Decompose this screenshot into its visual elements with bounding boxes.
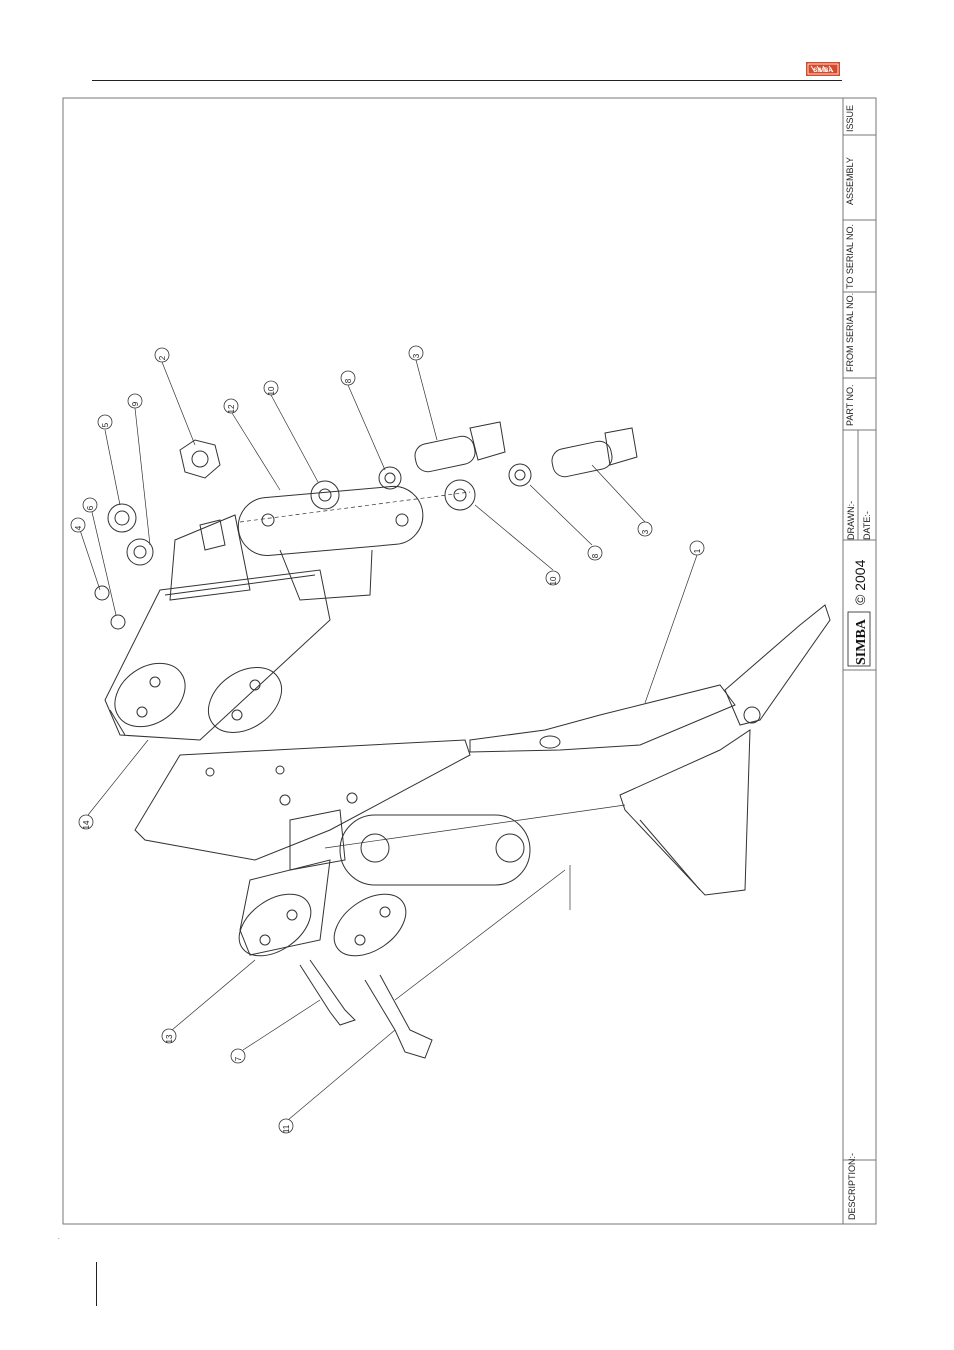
callout-8-upper: 8 xyxy=(344,378,353,383)
callout-bubbles xyxy=(71,346,704,1133)
callout-10-lower: 10 xyxy=(549,576,558,585)
callout-7: 7 xyxy=(234,1056,243,1061)
footer-margin-rule xyxy=(96,1262,97,1306)
copyright-text: © 2004 xyxy=(852,559,868,605)
callout-5: 5 xyxy=(101,422,110,427)
issue-label: ISSUE xyxy=(845,105,855,132)
callout-leaders xyxy=(80,360,697,1120)
callout-14: 14 xyxy=(82,820,91,829)
callout-9: 9 xyxy=(131,401,140,406)
title-block-logo: SIMBA xyxy=(848,612,870,666)
from-serial-label: FROM SERIAL NO. xyxy=(845,293,855,372)
callout-12: 12 xyxy=(227,404,236,413)
callout-3-upper: 3 xyxy=(412,353,421,358)
callout-8-lower: 8 xyxy=(591,553,600,558)
description-label: DESCRIPTION:- xyxy=(847,1153,857,1220)
assembly-line-art xyxy=(95,422,830,1058)
callout-3-lower: 3 xyxy=(641,529,650,534)
callout-13: 13 xyxy=(165,1034,174,1043)
callout-1: 1 xyxy=(693,548,702,553)
callout-10-upper: 10 xyxy=(267,386,276,395)
callout-11: 11 xyxy=(282,1124,291,1133)
footer-mark: . xyxy=(58,1235,60,1241)
brand-text: SIMBA xyxy=(854,618,869,665)
part-no-label: PART NO. xyxy=(845,384,855,426)
drawn-label: DRAWN:- xyxy=(846,501,856,540)
callout-6: 6 xyxy=(86,505,95,510)
callout-2: 2 xyxy=(158,355,167,360)
drawing-frame xyxy=(63,98,876,1224)
to-serial-label: TO SERIAL NO. xyxy=(845,224,855,289)
date-label: DATE:- xyxy=(862,511,872,540)
assembly-label: ASSEMBLY xyxy=(845,157,855,205)
callout-4: 4 xyxy=(74,525,83,530)
callout-numbers: 1 2 3 3 4 5 6 7 8 8 9 10 10 11 12 13 14 xyxy=(74,353,702,1133)
